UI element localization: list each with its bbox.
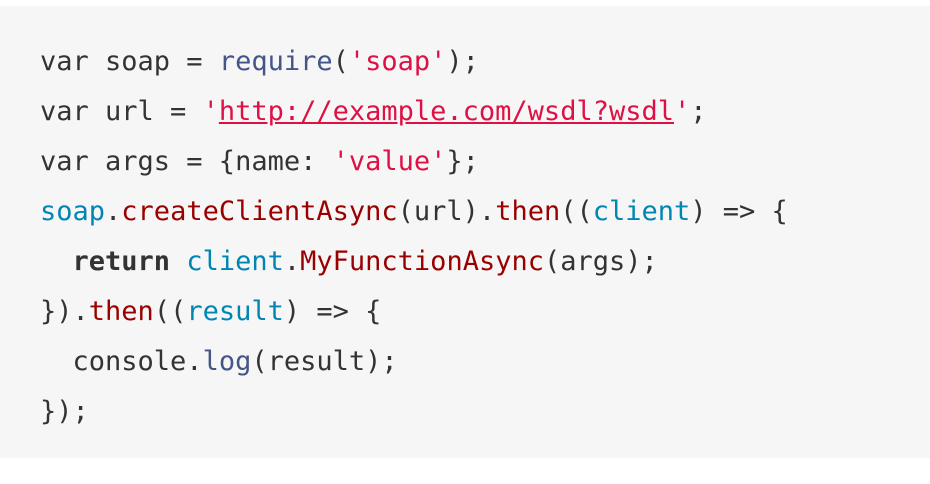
code-token bbox=[170, 246, 186, 277]
code-token: log bbox=[202, 346, 252, 377]
code-token: return bbox=[72, 246, 171, 277]
code-token: ) => { bbox=[283, 296, 382, 327]
code-token: var url = bbox=[40, 96, 203, 127]
code-token: 'soap' bbox=[348, 46, 447, 77]
code-line: soap.createClientAsync(url).then((client… bbox=[40, 187, 930, 237]
code-token: . bbox=[105, 196, 122, 227]
code-line: return client.MyFunctionAsync(args); bbox=[40, 237, 930, 287]
code-token: then bbox=[88, 296, 154, 327]
code-token: ( bbox=[332, 46, 349, 77]
code-token: }). bbox=[40, 296, 89, 327]
code-token: console. bbox=[40, 346, 203, 377]
code-line: }); bbox=[40, 387, 930, 437]
code-line: var args = {name: 'value'}; bbox=[40, 137, 930, 187]
code-token: var soap = bbox=[40, 46, 219, 77]
code-token bbox=[40, 246, 73, 277]
code-token: ); bbox=[446, 46, 479, 77]
code-line: console.log(result); bbox=[40, 337, 930, 387]
code-token: (args); bbox=[543, 246, 658, 277]
code-line: var url = 'http://example.com/wsdl?wsdl'… bbox=[40, 87, 930, 137]
code-url-link[interactable]: http://example.com/wsdl?wsdl bbox=[218, 96, 674, 127]
code-token: require bbox=[218, 46, 333, 77]
code-token: (( bbox=[153, 296, 187, 327]
code-token: var args = {name: bbox=[40, 146, 333, 177]
code-token: client bbox=[592, 196, 691, 227]
code-token: 'value' bbox=[332, 146, 447, 177]
code-token: client bbox=[186, 246, 284, 277]
code-line: var soap = require('soap'); bbox=[40, 37, 930, 87]
code-token: (url). bbox=[397, 196, 496, 227]
code-token: createClientAsync bbox=[121, 196, 398, 227]
code-token: (result); bbox=[251, 346, 398, 377]
code-token: }); bbox=[40, 396, 89, 427]
code-token: }; bbox=[446, 146, 479, 177]
code-token: result bbox=[186, 296, 284, 327]
code-token: . bbox=[283, 246, 301, 277]
code-token: soap bbox=[40, 196, 106, 227]
code-token: (( bbox=[560, 196, 593, 227]
code-token: ' bbox=[673, 96, 691, 127]
code-line: }).then((result) => { bbox=[40, 287, 930, 337]
code-token: ' bbox=[202, 96, 219, 127]
code-token: then bbox=[495, 196, 561, 227]
code-token: ; bbox=[690, 96, 707, 127]
code-token: ) => { bbox=[690, 196, 788, 227]
code-token: MyFunctionAsync bbox=[300, 246, 544, 277]
code-block: var soap = require('soap');var url = 'ht… bbox=[0, 6, 930, 458]
